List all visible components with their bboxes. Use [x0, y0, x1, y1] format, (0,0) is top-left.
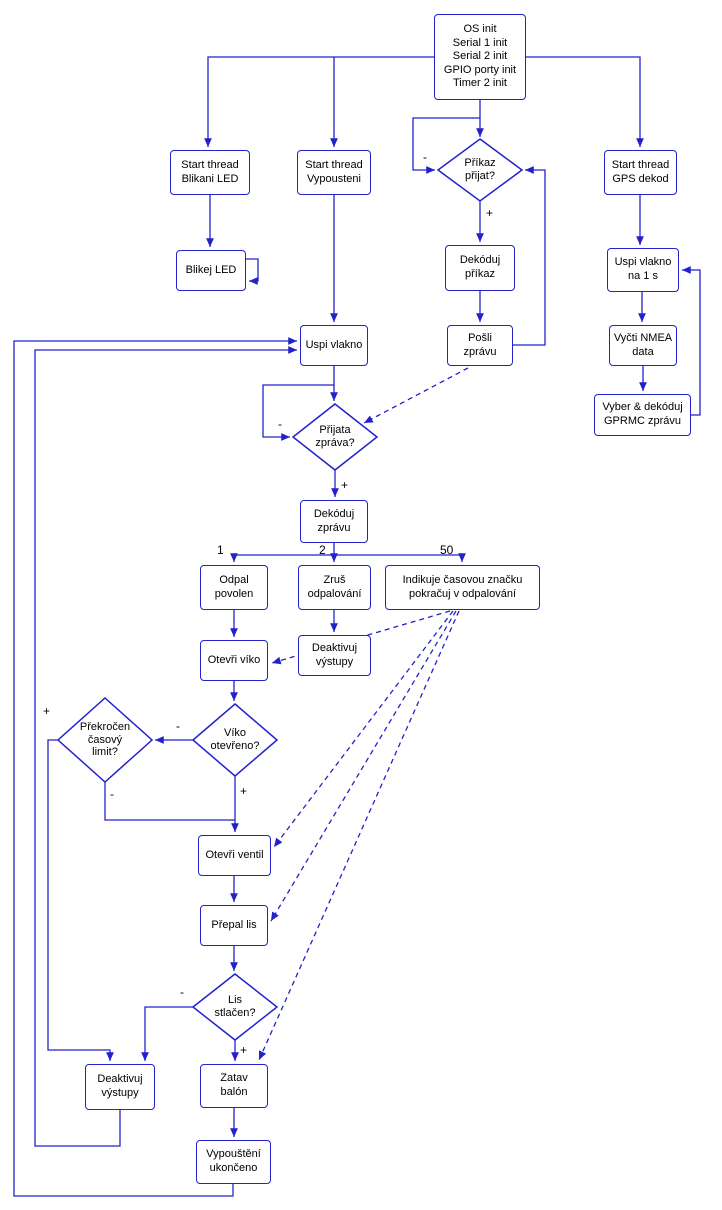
node-os-init: OS init Serial 1 init Serial 2 init GPIO…: [434, 14, 526, 100]
edge-label-minus-limit: -: [110, 787, 114, 801]
node-start-thread-gps: Start thread GPS dekod: [604, 150, 677, 195]
node-otevri-viko: Otevři víko: [200, 640, 268, 681]
decision-prijata-zprava-shape: [291, 403, 379, 471]
edge-lis-minus: [141, 1006, 193, 1061]
edge-label-plus-lis: +: [240, 1043, 248, 1057]
decision-viko-otevreno-shape: [191, 703, 279, 777]
edge-os-to-blikani: [204, 56, 434, 147]
node-blikej-led: Blikej LED: [176, 250, 246, 291]
edge-deaktivuja-feedback: [34, 346, 297, 1147]
edge-label-branch-1: 1: [217, 543, 224, 557]
edge-os-to-gps: [526, 56, 644, 147]
edge-label-minus-prikaz: -: [423, 150, 427, 164]
edge-label-minus-viko: -: [176, 719, 180, 733]
decision-lis-stlacen-shape: [191, 973, 279, 1041]
edge-label-plus-prikaz: +: [486, 206, 494, 220]
node-odpal-povolen: Odpal povolen: [200, 565, 268, 610]
edge-limit-minus-merge: [104, 782, 235, 821]
edge-label-minus-prijata: -: [278, 417, 282, 431]
solid-edges: [13, 56, 701, 1197]
edge-limit-plus: [47, 739, 114, 1061]
node-dekoduj-prikaz: Dekóduj příkaz: [445, 245, 515, 291]
node-vyber-gprmc: Vyber & dekóduj GPRMC zprávu: [594, 394, 691, 436]
edge-blikej-self-loop: [246, 258, 259, 285]
edge-prijata-busy-loop: [262, 384, 334, 441]
node-start-thread-blikani: Start thread Blikani LED: [170, 150, 250, 195]
node-prepal-lis: Přepal lis: [200, 905, 268, 946]
edge-posli-back-to-prikaz: [513, 166, 546, 346]
node-start-thread-vypousteni: Start thread Vypousteni: [297, 150, 371, 195]
node-uspi-vlakno-1s: Uspi vlakno na 1 s: [607, 248, 679, 292]
node-vycti-nmea: Vyčti NMEA data: [609, 325, 677, 366]
edge-label-plus-viko: +: [240, 784, 248, 798]
edge-label-branch-50: 50: [440, 543, 454, 557]
decision-shapes: [56, 138, 524, 1041]
node-zrus-odpalovani: Zruš odpalování: [298, 565, 371, 610]
edge-gprmc-loop: [682, 266, 701, 416]
edge-label-plus-limit: +: [43, 704, 51, 718]
edge-label-minus-lis: -: [180, 985, 184, 999]
node-vypousteni-ukonceno: Vypouštění ukončeno: [196, 1140, 271, 1184]
dashed-posli-to-prijata: [363, 367, 469, 424]
node-deaktivuj-vystupy-a: Deaktivuj výstupy: [85, 1064, 155, 1110]
edge-prikaz-busy-loop: [412, 117, 480, 174]
edge-label-branch-2: 2: [319, 543, 326, 557]
dashed-indikuje-to-ventil: [273, 610, 454, 848]
decision-prekrocen-limit-shape: [56, 696, 154, 784]
dashed-indikuje-to-prepal: [270, 610, 457, 922]
dashed-indikuje-to-zatav: [258, 610, 460, 1061]
edge-ukonceno-feedback: [13, 337, 297, 1197]
node-dekoduj-zpravu: Dekóduj zprávu: [300, 500, 368, 543]
decision-prikaz-prijat-shape: [436, 138, 524, 202]
node-posli-zpravu: Pošli zprávu: [447, 325, 513, 366]
node-deaktivuj-vystupy-b: Deaktivuj výstupy: [298, 635, 371, 676]
node-zatav-balon: Zatav balón: [200, 1064, 268, 1108]
node-indikuje-znacku: Indikuje časovou značku pokračuj v odpal…: [385, 565, 540, 610]
edge-label-plus-prijata: +: [341, 478, 349, 492]
node-uspi-vlakno: Uspi vlakno: [300, 325, 368, 366]
dashed-edges: [258, 367, 469, 1061]
node-otevri-ventil: Otevři ventil: [198, 835, 271, 876]
